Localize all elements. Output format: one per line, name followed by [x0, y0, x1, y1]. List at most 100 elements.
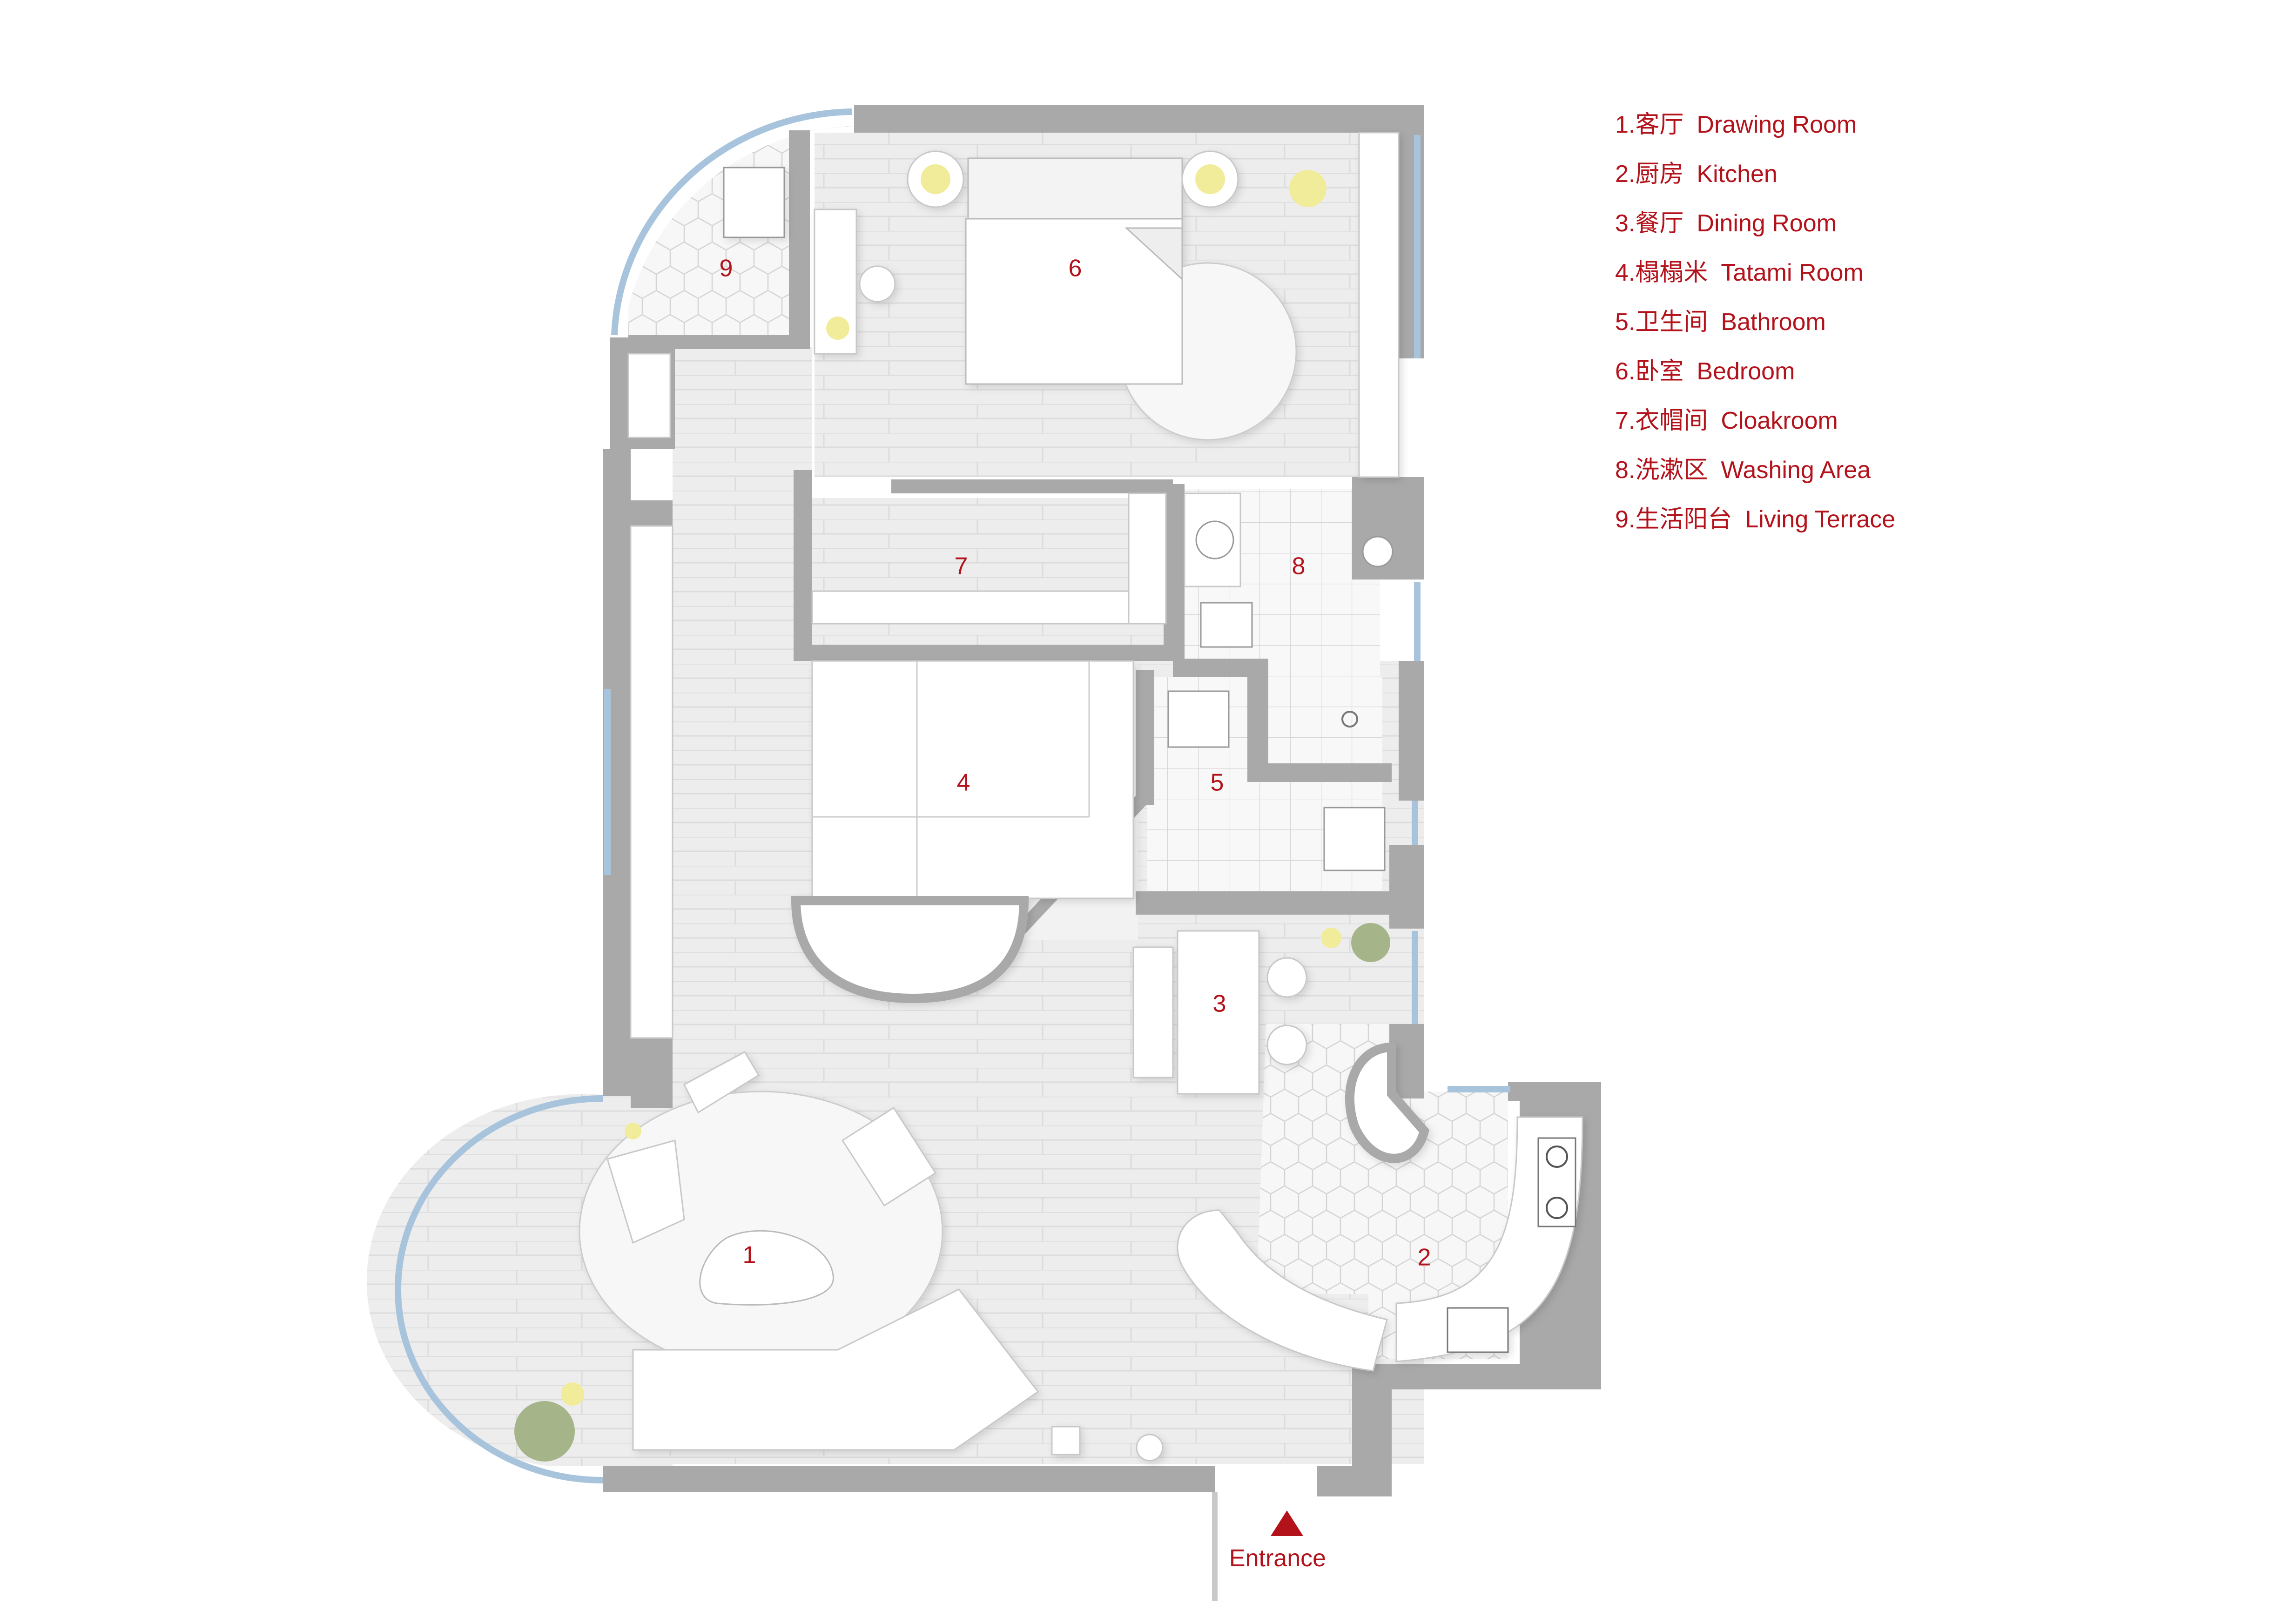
toilet-washing	[1362, 536, 1394, 567]
legend-item: 7.衣帽间 Cloakroom	[1615, 396, 1895, 445]
wall-cloak-top	[891, 479, 1173, 493]
floor-kitchen	[1257, 1024, 1508, 1359]
reading-table	[683, 1051, 760, 1114]
coffee-table	[699, 1230, 834, 1306]
wall-west-notch1	[603, 500, 673, 526]
bay-window-arc	[395, 1095, 603, 1483]
bath-vanity	[1167, 690, 1230, 748]
floor-cloakroom	[812, 498, 1173, 647]
legend-en: Washing Area	[1721, 457, 1871, 484]
bed-fold	[1124, 227, 1183, 281]
dining-bench	[1132, 946, 1174, 1078]
legend-en: Living Terrace	[1745, 506, 1896, 533]
sofa	[632, 1288, 1039, 1451]
west-cabinet	[630, 525, 673, 1039]
room-number-5: 5	[1211, 769, 1224, 796]
lamp-icon	[1321, 928, 1341, 948]
legend-cn: 7.衣帽间	[1615, 407, 1708, 434]
wall-cloak-west	[794, 470, 812, 656]
shower-drain	[1341, 711, 1358, 728]
wall-south-right	[1317, 1466, 1392, 1496]
lamp-icon	[826, 317, 849, 340]
kitchen-island-pillar	[1345, 1042, 1429, 1163]
lamp-icon	[921, 164, 950, 194]
legend-en: Bedroom	[1697, 358, 1795, 385]
wall-kitchen-north	[1508, 1082, 1601, 1101]
entrance-label: Entrance	[1229, 1545, 1326, 1572]
legend-en: Cloakroom	[1721, 407, 1838, 434]
lamps	[826, 164, 1326, 340]
dining-stool	[1266, 1024, 1307, 1065]
wardrobe-bedroom	[1358, 132, 1400, 478]
toilet-bathroom	[1323, 807, 1386, 871]
windows	[395, 108, 1510, 1483]
wall-east-bath	[1389, 845, 1424, 929]
bathroom-fixtures	[1167, 690, 1386, 871]
room-number-6: 6	[1069, 255, 1082, 282]
room-number-4: 4	[957, 769, 970, 796]
dining-table	[1177, 930, 1260, 1095]
tatami-round-end	[791, 896, 1029, 1004]
kitchen-counter-curved	[1177, 1209, 1388, 1372]
legend-cn: 1.客厅	[1615, 111, 1684, 138]
legend-cn: 8.洗漱区	[1615, 457, 1708, 484]
legend-item: 3.餐厅 Dining Room	[1615, 199, 1895, 248]
west-cabinets	[627, 353, 673, 1039]
clothes-rail-side	[1128, 492, 1167, 625]
plant-icon	[1351, 923, 1390, 962]
wall-east-mid	[1352, 477, 1424, 580]
washing-machine	[723, 167, 785, 238]
wall-south	[603, 1466, 1215, 1492]
wall-west-notch2	[631, 1038, 673, 1108]
legend-cn: 2.厨房	[1615, 161, 1684, 188]
room-number-7: 7	[955, 553, 968, 580]
legend-cn: 9.生活阳台	[1615, 506, 1732, 533]
legend-cn: 4.榻榻米	[1615, 259, 1708, 286]
lamp-icon	[625, 1123, 641, 1139]
entrance: Entrance	[1212, 1492, 1326, 1601]
side-cube	[1051, 1426, 1081, 1456]
armchair	[841, 1106, 937, 1207]
legend-item: 2.厨房 Kitchen	[1615, 149, 1895, 199]
wall-bath-partition	[1247, 659, 1268, 780]
wall-bath-partition2	[1247, 763, 1392, 782]
room-number-2: 2	[1418, 1244, 1431, 1271]
wall-north	[854, 105, 1424, 133]
wall-terrace-bottom	[628, 335, 810, 349]
dining-stool	[1266, 957, 1307, 998]
legend-en: Kitchen	[1697, 161, 1778, 188]
living-furniture	[579, 1051, 1164, 1462]
legend-item: 4.榻榻米 Tatami Room	[1615, 248, 1895, 297]
bedroom-furniture	[723, 132, 1400, 478]
legend-cn: 3.餐厅	[1615, 210, 1684, 237]
room-numbers: 1 2 3 4 5 6 7 8 9	[720, 255, 1431, 1271]
legend-en: Dining Room	[1697, 210, 1837, 237]
terrace-shelf	[627, 353, 671, 438]
plant-icon	[514, 1401, 575, 1462]
room-number-1: 1	[743, 1242, 756, 1269]
chaise-lounge	[606, 1139, 685, 1244]
terrace-window-arc	[611, 108, 852, 336]
room-number-8: 8	[1292, 553, 1306, 580]
legend-en: Tatami Room	[1721, 259, 1864, 286]
shower-fixture	[1200, 602, 1253, 648]
tatami-furniture	[791, 660, 1134, 1004]
wall-bath-south	[1136, 891, 1389, 915]
desk-stool	[859, 265, 896, 303]
bed-headboard	[967, 157, 1183, 220]
room-number-9: 9	[720, 255, 733, 282]
legend-cn: 6.卧室	[1615, 358, 1684, 385]
legend-item: 9.生活阳台 Living Terrace	[1615, 495, 1895, 544]
clothes-rail-long	[811, 590, 1167, 625]
tatami-platform	[811, 660, 1134, 899]
legend-item: 8.洗漱区 Washing Area	[1615, 445, 1895, 495]
stove	[1537, 1137, 1576, 1227]
wall-bath-west	[1136, 670, 1154, 805]
wall-terrace-divider	[789, 130, 810, 342]
legend-en: Bathroom	[1721, 309, 1826, 336]
room-number-3: 3	[1213, 991, 1226, 1018]
